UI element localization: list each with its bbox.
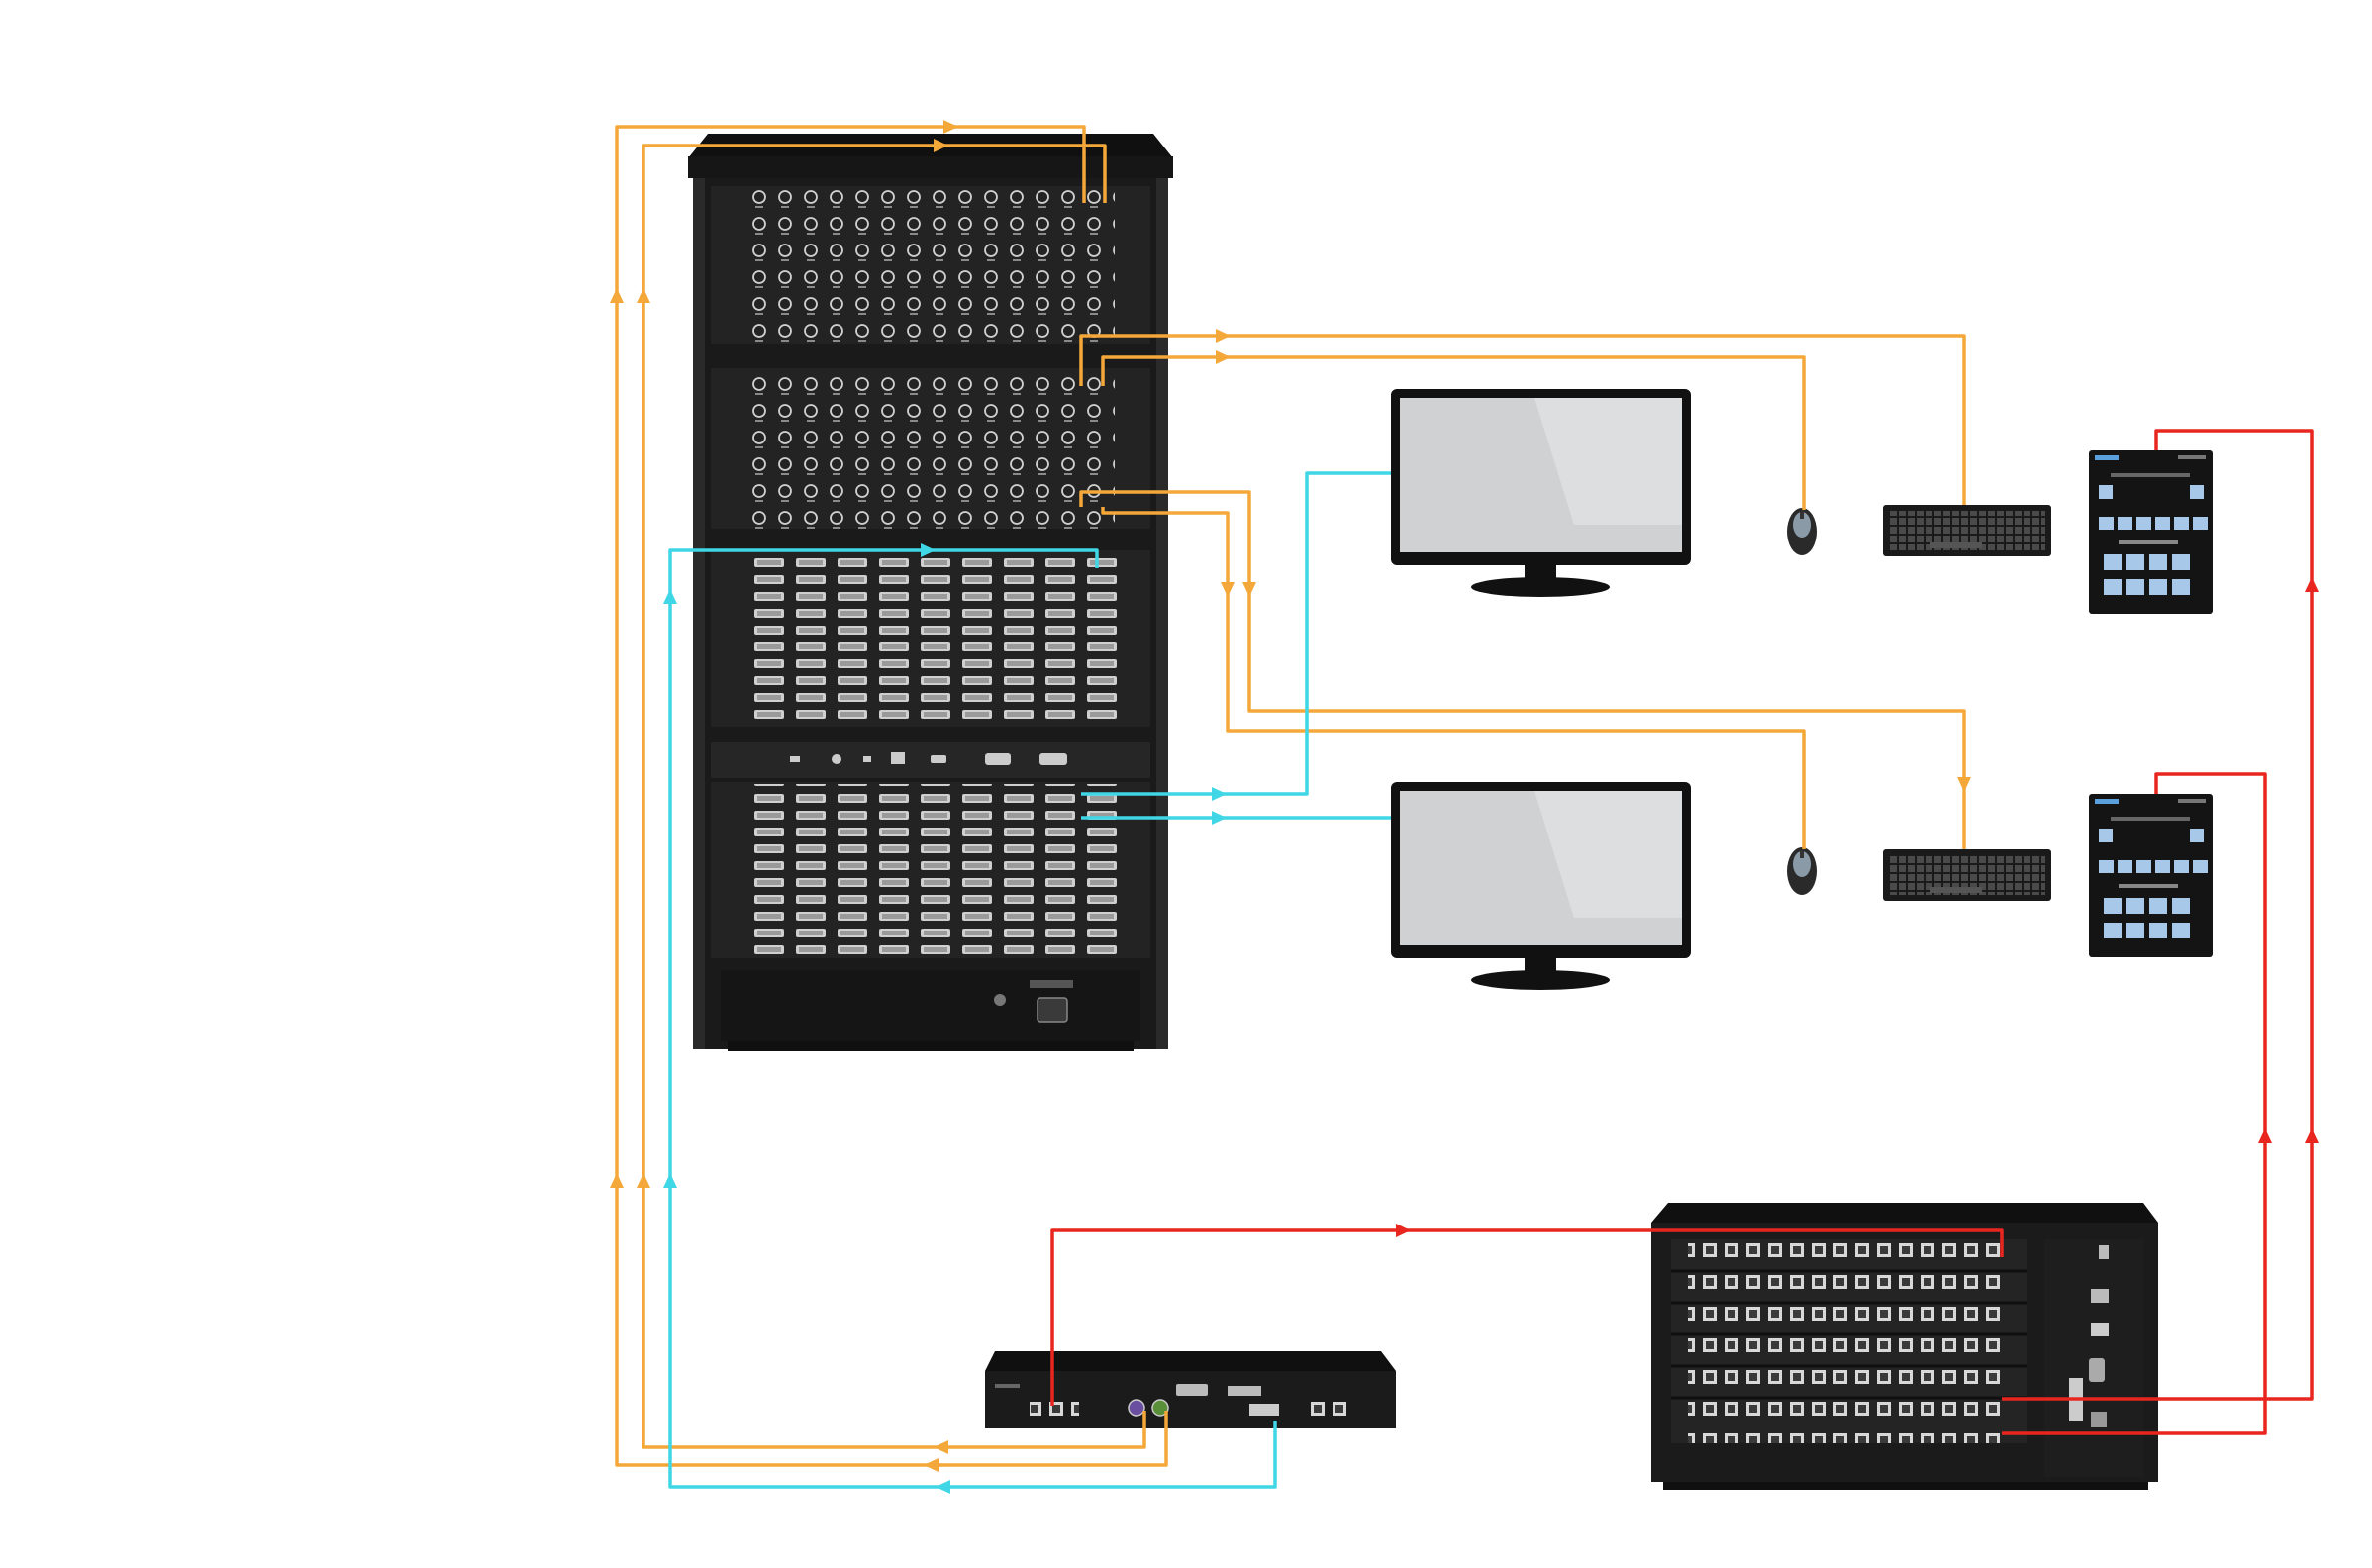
kvm-cable-5 (1079, 490, 1966, 849)
kvm-cable-4 (1101, 355, 1806, 510)
kvm-cable-6 (1101, 507, 1806, 849)
kvm-cable-arrows (610, 120, 1971, 1472)
control-host (1651, 1203, 2158, 1490)
control-cable-2 (2002, 429, 2314, 1401)
control-cable-arrows (1396, 577, 2319, 1237)
control-cable-3 (2002, 772, 2267, 1435)
keypad-1 (2089, 450, 2213, 614)
kvm-extender (985, 1351, 1396, 1428)
video-cable-2 (1081, 471, 1391, 796)
video-cable-arrows (663, 543, 1227, 1494)
mouse-1 (1787, 508, 1817, 555)
control-cables (1050, 429, 2314, 1435)
monitor-1 (1391, 389, 1691, 597)
video-cables (668, 471, 1391, 1489)
video-cable-1 (668, 548, 1277, 1489)
keyboard-2 (1883, 849, 2051, 901)
kvm-cable-3 (1079, 334, 1966, 505)
control-cable-1 (1050, 1228, 2004, 1406)
kvm-cables (615, 125, 1966, 1467)
keypad-2 (2089, 794, 2213, 957)
monitor-2 (1391, 782, 1691, 990)
kvm-cable-1 (615, 125, 1168, 1467)
kvm-cable-2 (642, 144, 1146, 1449)
mouse-2 (1787, 847, 1817, 895)
keyboard-1 (1883, 505, 2051, 556)
matrix-chassis (688, 134, 1173, 1051)
